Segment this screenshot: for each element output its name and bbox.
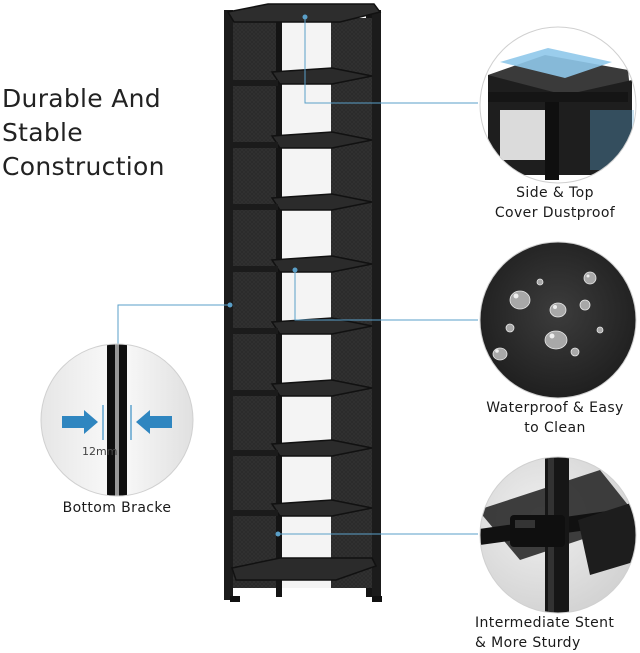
shelf-4-rail	[230, 204, 278, 210]
caption-stent-line-1: Intermediate Stent	[475, 615, 615, 631]
droplet	[570, 347, 580, 357]
leader-dot	[227, 302, 233, 308]
headline-line-1: Durable And	[2, 84, 161, 113]
rack-front-post-right	[372, 10, 381, 600]
leader-dot	[302, 14, 308, 20]
caption-stent: Intermediate Stent & More Sturdy	[475, 613, 640, 653]
rack-back-post-left	[276, 12, 282, 597]
shelf-9	[270, 499, 373, 517]
headline: Durable And Stable Construction	[2, 82, 165, 184]
bracket-tube	[107, 344, 115, 496]
leader-dot	[292, 267, 298, 273]
shelf-2	[270, 67, 373, 85]
headline-line-2: Stable	[2, 118, 83, 147]
bracket-tube	[119, 344, 127, 496]
stent-connector	[510, 515, 565, 547]
shelf-4	[270, 193, 373, 211]
rack-open-front	[282, 18, 331, 588]
leader-line-mid	[294, 270, 478, 321]
shelf-5	[270, 255, 373, 273]
droplet	[536, 278, 544, 286]
detail-waterproof	[479, 241, 637, 399]
droplet	[492, 347, 508, 361]
caption-dustproof-line-1: Side & Top	[516, 185, 594, 201]
cover-post	[545, 100, 559, 180]
shelf-7-rail	[230, 390, 278, 396]
stent-side	[578, 500, 636, 575]
caption-dustproof: Side & Top Cover Dustproof	[470, 183, 640, 223]
caption-dustproof-line-2: Cover Dustproof	[494, 205, 616, 221]
shelf-3	[270, 131, 373, 149]
shelf-9-rail	[230, 510, 278, 516]
shelf-8	[270, 439, 373, 457]
caption-waterproof-line-1: Waterproof & Easy	[486, 400, 624, 416]
measurement-label: 12mm	[82, 445, 117, 458]
shelf-5-rail	[230, 266, 278, 272]
caption-stent-line-2: & More Sturdy	[475, 635, 581, 651]
shelf-6-rail	[230, 328, 278, 334]
arrow-left-icon	[136, 410, 172, 434]
droplet	[549, 302, 567, 318]
leader-dots	[227, 14, 308, 537]
cover-top-highlight	[500, 48, 612, 78]
shelf-8-rail	[230, 450, 278, 456]
leader-dot	[275, 531, 281, 537]
caption-waterproof: Waterproof & Easy to Clean	[470, 398, 640, 438]
rack-side-panel-right	[331, 18, 375, 588]
droplet	[579, 299, 591, 311]
shelf-7	[270, 379, 373, 397]
leader-line-left	[117, 304, 230, 345]
shelf-6	[270, 317, 373, 335]
headline-line-3: Construction	[2, 152, 165, 181]
detail-top-cover	[479, 26, 637, 184]
shelf-2-rail	[230, 80, 278, 86]
droplet	[505, 323, 515, 333]
rack-side-panel-left	[230, 18, 276, 588]
detail-bottom-bracket: 12mm	[40, 343, 194, 497]
droplet	[596, 326, 604, 334]
shelf-10	[231, 557, 378, 581]
caption-bottom-bracket: Bottom Bracke	[62, 500, 172, 516]
rack-shelves	[226, 3, 382, 581]
droplet	[509, 290, 531, 310]
shoe-rack	[224, 3, 382, 602]
arrow-right-icon	[62, 410, 98, 434]
shelf-1	[226, 3, 382, 23]
caption-waterproof-line-2: to Clean	[524, 420, 586, 436]
detail-stent	[479, 456, 637, 614]
rack-foot	[372, 596, 382, 602]
cover-rail	[488, 92, 628, 102]
droplet	[544, 330, 568, 350]
droplet	[583, 271, 597, 285]
shelf-3-rail	[230, 142, 278, 148]
leader-lines	[117, 17, 478, 535]
rack-foot	[230, 596, 240, 602]
leader-line-top	[304, 17, 478, 104]
